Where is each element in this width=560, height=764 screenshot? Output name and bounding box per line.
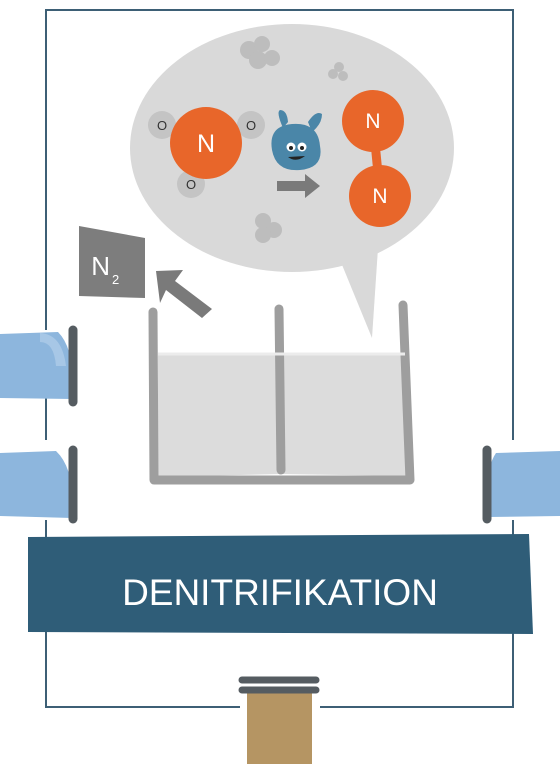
banner-title: DENITRIFIKATION (122, 572, 438, 613)
oxygen-atom (148, 111, 176, 139)
nitrogen-atom (170, 107, 242, 179)
nitrogen-atom (342, 90, 404, 152)
oxygen-atom (237, 111, 265, 139)
arrow-right-icon (277, 174, 320, 198)
oxygen-label: O (186, 177, 196, 192)
inlet-pipe-lower (0, 445, 78, 524)
n2-subscript: 2 (112, 272, 119, 287)
nitrogen-label: N (372, 185, 387, 208)
tank (148, 300, 415, 485)
oxygen-label: O (246, 118, 256, 133)
particle-cluster-small (328, 62, 348, 81)
particle-cluster (240, 36, 280, 69)
title-banner: DENITRIFIKATION (28, 534, 533, 634)
inlet-pipe-upper (0, 325, 78, 407)
n2-symbol: N (91, 251, 110, 281)
bacterium-icon (271, 110, 322, 171)
nitrogen-atom (349, 165, 411, 227)
bottom-pipe (238, 676, 320, 764)
nitrogen-label: N (197, 130, 215, 158)
nitrate-molecule: O O O N (148, 107, 265, 198)
outlet-pipe (482, 445, 560, 524)
nitrogen-label: N (365, 110, 380, 133)
oxygen-label: O (157, 118, 167, 133)
particle-cluster-lower (255, 213, 282, 243)
arrow-up-left-icon (156, 270, 212, 318)
nitrogen-molecule: N N (342, 90, 411, 227)
n2-gas-label: N 2 (79, 226, 145, 298)
